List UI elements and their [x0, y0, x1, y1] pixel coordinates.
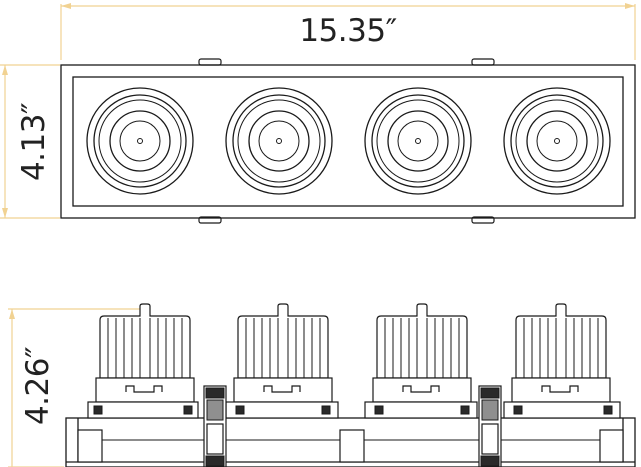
top-clip [471, 58, 495, 66]
end-bracket [599, 429, 624, 463]
spring-clip [203, 385, 227, 467]
housing-frame [65, 417, 636, 467]
lamp-module [364, 87, 472, 195]
side-height-label: 4.26″ [20, 347, 56, 425]
end-bracket [77, 429, 103, 463]
side-module [87, 303, 199, 419]
mid-bracket [339, 429, 365, 463]
width-label: 15.35″ [299, 13, 396, 49]
side-height-arrow-top [9, 309, 15, 319]
top-height-label: 4.13″ [16, 103, 52, 181]
lamp-module [225, 87, 333, 195]
spring-clip [478, 385, 502, 467]
side-module [225, 303, 339, 419]
side-module [364, 303, 478, 419]
top-height-arrow-bottom [2, 208, 8, 218]
trim-outer-frame [60, 64, 636, 219]
top-view [60, 58, 636, 224]
lamp-module [86, 87, 194, 195]
width-arrow-left [61, 3, 71, 9]
width-dimension: 15.35″ [60, 3, 636, 60]
trim-inner-frame [72, 76, 624, 207]
top-clip [198, 58, 222, 66]
side-height-dimension: 4.26″ [8, 308, 140, 467]
top-height-dimension: 4.13″ [0, 64, 60, 219]
side-module [503, 303, 621, 419]
width-arrow-right [625, 3, 635, 9]
lamp-module [503, 87, 611, 195]
side-view [65, 303, 636, 467]
top-height-arrow-top [2, 65, 8, 75]
